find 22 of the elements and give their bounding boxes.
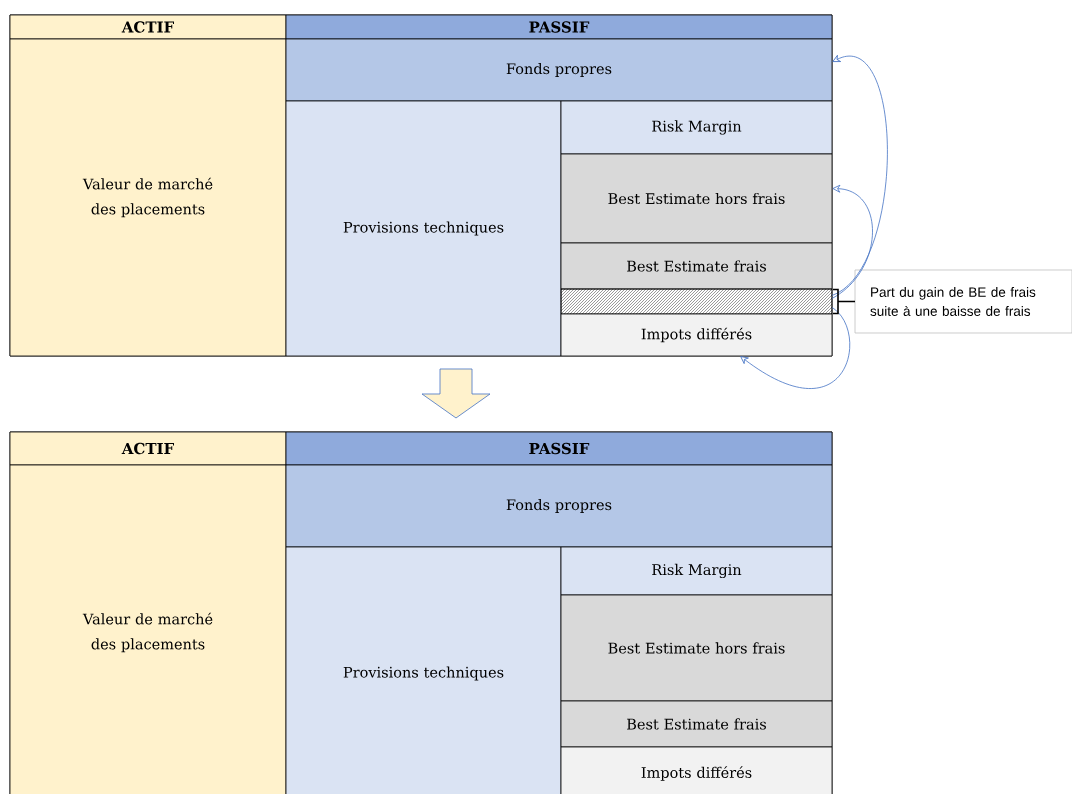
callout-box: Part du gain de BE de frais suite à une baisse de frais bbox=[854, 269, 1072, 334]
column-header: ACTIF bbox=[9, 14, 287, 40]
column-header: ACTIF bbox=[9, 431, 287, 466]
bracket-leader bbox=[832, 288, 856, 315]
balance-cell: Fonds propres bbox=[285, 38, 833, 102]
balance-cell: Best Estimate frais bbox=[560, 242, 833, 290]
balance-cell: Provisions techniques bbox=[285, 546, 562, 794]
balance-cell: Risk Margin bbox=[560, 546, 833, 596]
block-arrow bbox=[421, 368, 491, 419]
hatched-band bbox=[560, 288, 833, 315]
column-header: PASSIF bbox=[285, 431, 833, 466]
balance-cell: Fonds propres bbox=[285, 464, 833, 548]
balance-cell: Impots différés bbox=[560, 313, 833, 357]
balance-cell: Impots différés bbox=[560, 746, 833, 794]
curved-arrow bbox=[831, 54, 888, 296]
curved-arrow bbox=[831, 184, 873, 299]
curved-arrow bbox=[740, 307, 851, 389]
balance-cell: Risk Margin bbox=[560, 100, 833, 155]
balance-cell: Best Estimate frais bbox=[560, 700, 833, 748]
balance-cell: Provisions techniques bbox=[285, 100, 562, 357]
balance-cell: Best Estimate hors frais bbox=[560, 153, 833, 244]
column-header: PASSIF bbox=[285, 14, 833, 40]
